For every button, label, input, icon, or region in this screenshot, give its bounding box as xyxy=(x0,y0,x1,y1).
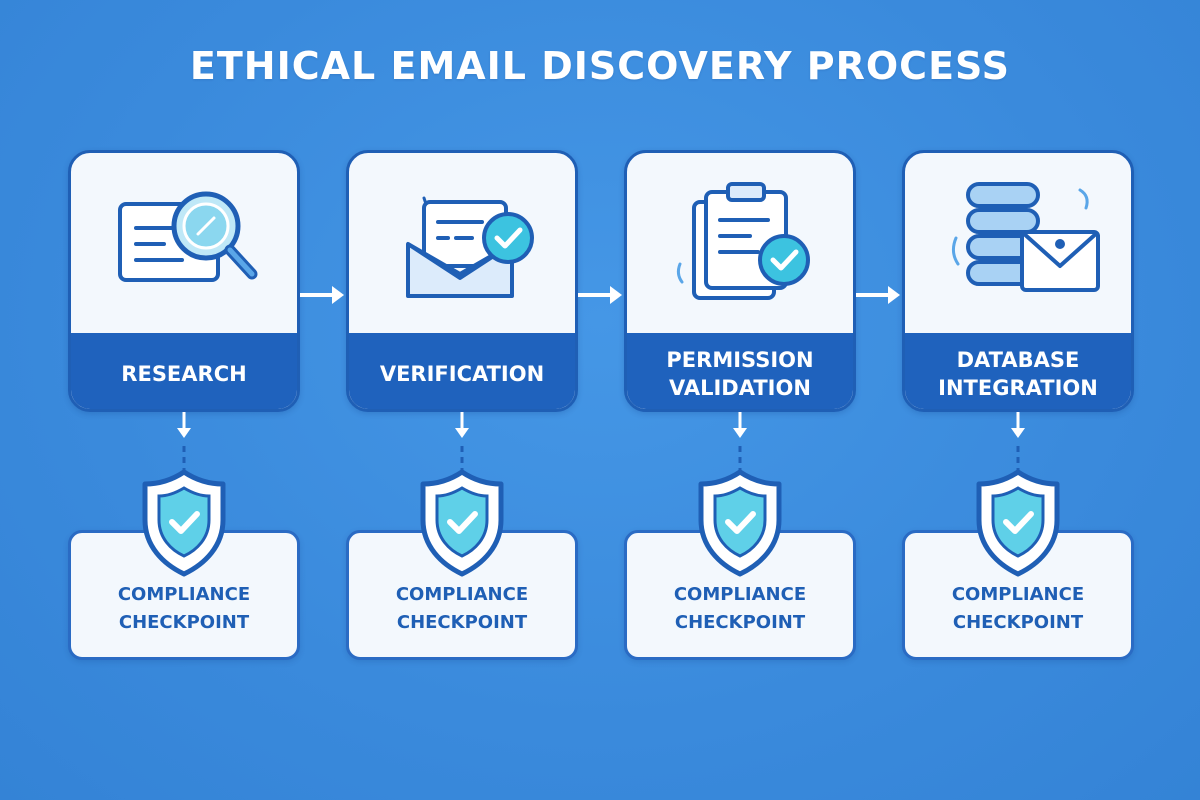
arrow-right-icon xyxy=(856,286,900,304)
arrow-down-icon xyxy=(1011,412,1025,470)
arrow-down-icon xyxy=(177,412,191,470)
checkpoint-label: COMPLIANCE CHECKPOINT xyxy=(117,584,251,633)
arrow-right-icon xyxy=(300,286,344,304)
step-database-integration: DATABASE INTEGRATION xyxy=(902,150,1134,412)
shield-check-icon xyxy=(976,469,1060,577)
shield-check-icon xyxy=(698,469,782,577)
arrow-down-icon xyxy=(733,412,747,470)
shield-check-icon xyxy=(142,469,226,577)
checkpoint-label: COMPLIANCE CHECKPOINT xyxy=(673,584,807,633)
step-label: RESEARCH xyxy=(71,333,297,409)
checkpoint-label: COMPLIANCE CHECKPOINT xyxy=(395,584,529,633)
clipboard-check-icon xyxy=(627,153,853,333)
step-label: DATABASE INTEGRATION xyxy=(905,333,1131,409)
step-label: VERIFICATION xyxy=(349,333,575,409)
arrow-down-icon xyxy=(455,412,469,470)
step-label: PERMISSION VALIDATION xyxy=(627,333,853,409)
compliance-checkpoint-1: COMPLIANCE CHECKPOINT xyxy=(68,530,300,660)
diagram-title: ETHICAL EMAIL DISCOVERY PROCESS xyxy=(189,44,1011,88)
step-research: RESEARCH xyxy=(68,150,300,412)
magnifier-document-icon xyxy=(71,153,297,333)
envelope-check-icon xyxy=(349,153,575,333)
checkpoint-label: COMPLIANCE CHECKPOINT xyxy=(951,584,1085,633)
step-verification: VERIFICATION xyxy=(346,150,578,412)
database-envelope-icon xyxy=(905,153,1131,333)
arrow-right-icon xyxy=(578,286,622,304)
shield-check-icon xyxy=(420,469,504,577)
step-permission-validation: PERMISSION VALIDATION xyxy=(624,150,856,412)
